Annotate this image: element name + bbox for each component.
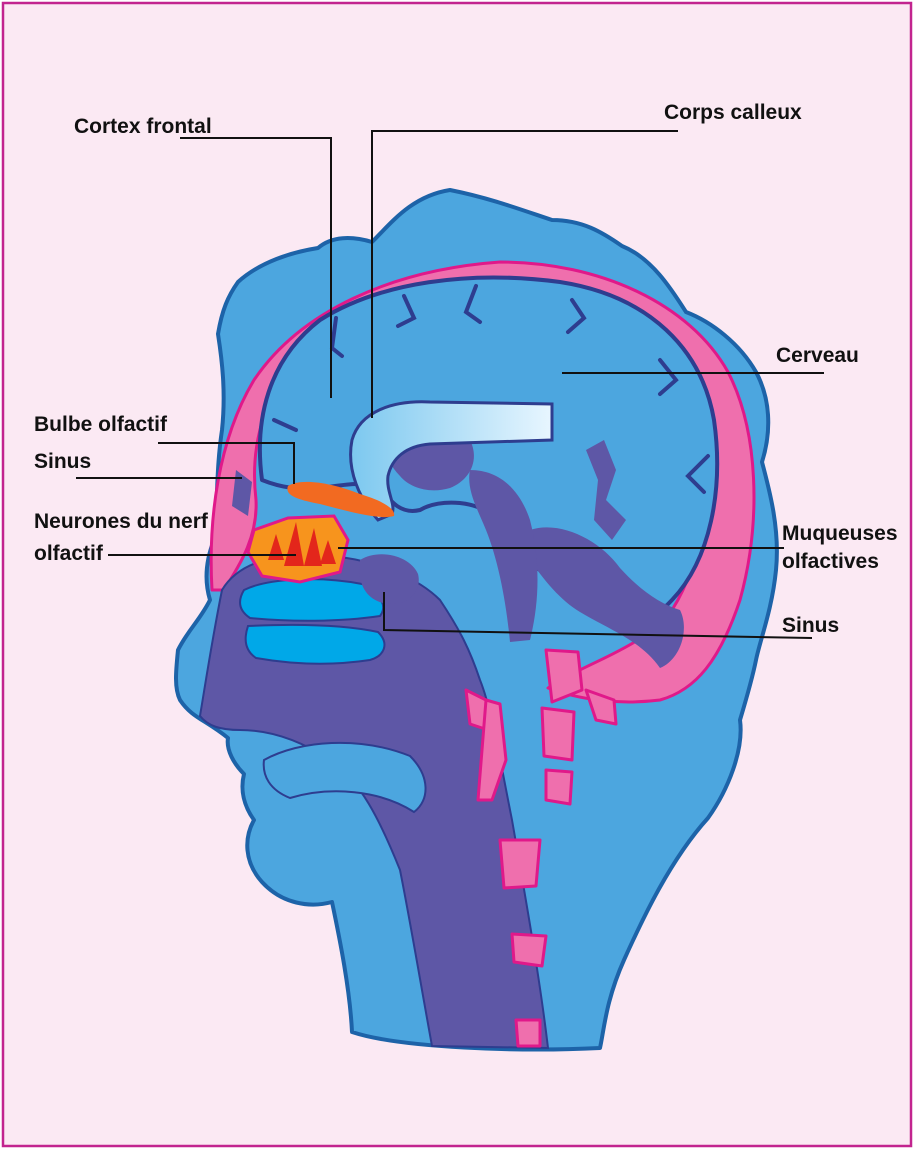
turbinate-upper — [240, 579, 383, 621]
label-muqueuses-line1: Muqueuses — [782, 522, 898, 545]
label-sinus-right: Sinus — [782, 614, 839, 637]
label-sinus-left: Sinus — [34, 450, 91, 473]
turbinate-middle — [246, 625, 385, 664]
label-bulbe-olfactif: Bulbe olfactif — [34, 413, 168, 436]
label-corps-calleux: Corps calleux — [664, 101, 802, 124]
label-cerveau: Cerveau — [776, 344, 859, 367]
label-neurones-line1: Neurones du nerf — [34, 510, 209, 533]
label-muqueuses-line2: olfactives — [782, 550, 879, 573]
label-neurones-line2: olfactif — [34, 542, 104, 565]
label-cortex-frontal: Cortex frontal — [74, 115, 212, 138]
